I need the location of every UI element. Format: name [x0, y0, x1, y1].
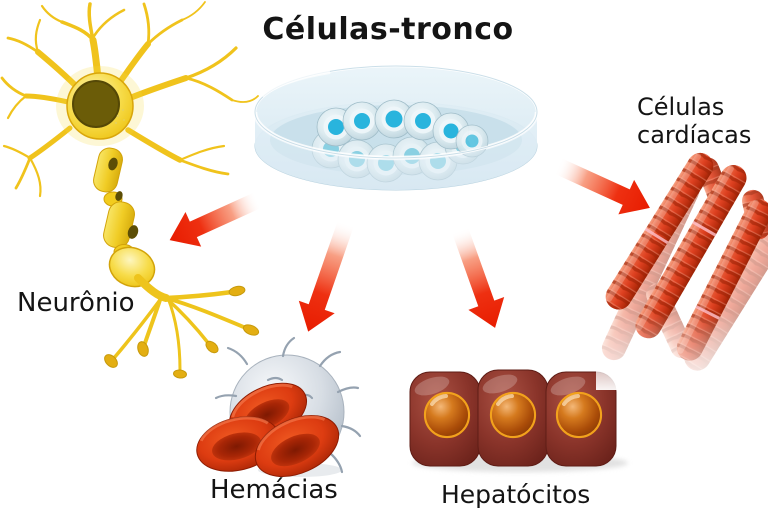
label-cardiac-cells: Células cardíacas — [637, 93, 751, 149]
stem-cells-front-row — [316, 99, 489, 158]
arrow-to-cardiac-cells — [554, 158, 650, 215]
arrow-to-red-blood-cells — [298, 220, 355, 332]
hepatocyte-cell — [409, 371, 481, 467]
terminal-bulbs — [104, 285, 260, 379]
label-red-blood-cells: Hemácias — [210, 475, 338, 505]
cardiac-fibers-illustration — [596, 152, 768, 390]
hepatocytes-illustration — [409, 369, 628, 472]
label-hepatocytes: Hepatócitos — [441, 480, 591, 509]
hepatocyte-cell — [477, 369, 549, 467]
dish-highlight — [260, 70, 331, 98]
label-neuron: Neurônio — [17, 288, 135, 318]
label-cardiac-line2: cardíacas — [637, 121, 752, 149]
neuron-dendrites — [0, 1, 259, 198]
soma-speckles — [114, 109, 125, 125]
label-cardiac-line1: Células — [637, 93, 725, 121]
neuron-illustration — [0, 1, 260, 379]
cardiac-fiber — [605, 152, 768, 361]
hepatocyte-cell — [545, 371, 617, 467]
dish-rim-outline — [254, 65, 538, 159]
cardiac-fade-overlay — [596, 312, 768, 390]
neuron-axon — [93, 147, 260, 379]
differentiation-arrows — [169, 158, 650, 332]
stem-cell-dish-illustration — [252, 64, 540, 191]
arrow-to-neuron — [169, 192, 262, 247]
arrow-to-hepatocytes — [451, 227, 505, 328]
red-blood-cell — [254, 415, 340, 477]
dish-front-glass — [255, 112, 537, 190]
red-blood-cells-illustration — [196, 336, 362, 477]
neuron-nucleus — [72, 80, 120, 128]
schwann-nuclei — [108, 157, 139, 239]
page-title: Células-tronco — [262, 12, 514, 47]
